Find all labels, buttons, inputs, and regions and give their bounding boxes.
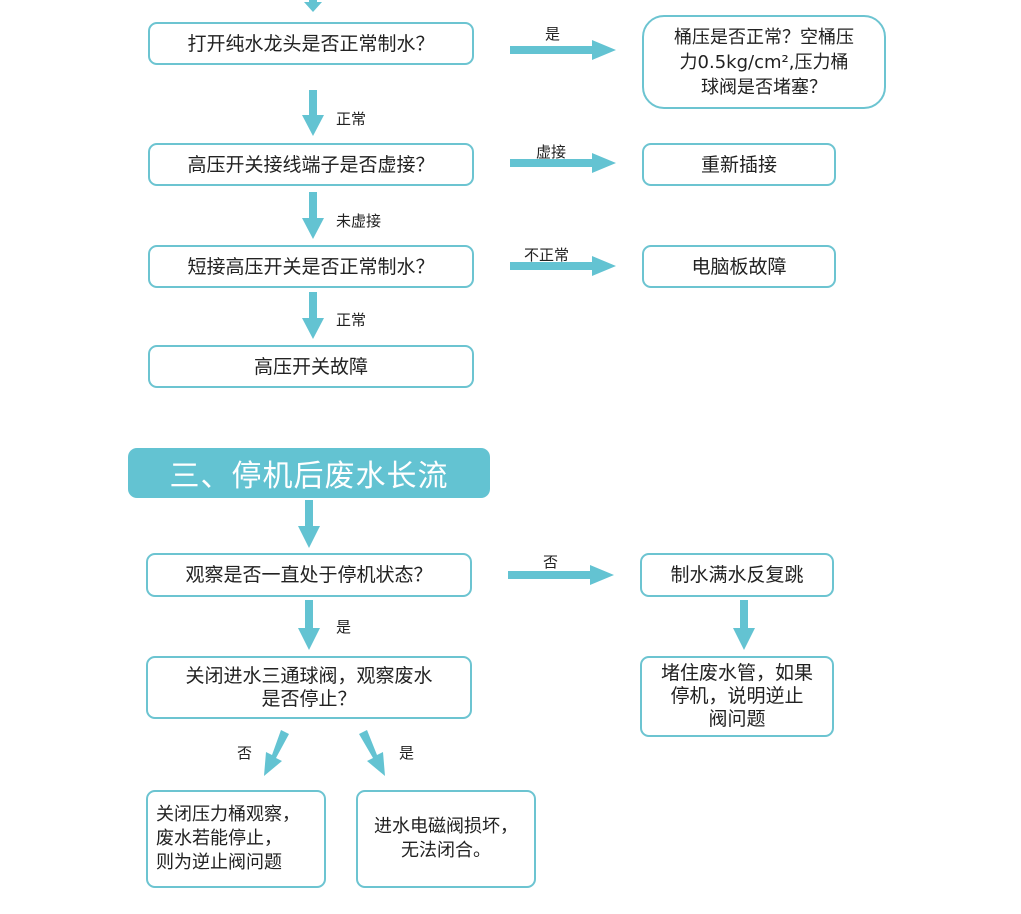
arrow-down bbox=[302, 292, 324, 339]
arrow-down bbox=[302, 90, 324, 136]
arrow-down bbox=[298, 600, 320, 650]
step-short-switch: 短接高压开关是否正常制水？ bbox=[148, 245, 474, 288]
edge-label-normal: 正常 bbox=[336, 110, 367, 128]
result-tank-pressure: 桶压是否正常？空桶压 力0.5kg/cm²,压力桶 球阀是否堵塞？ bbox=[642, 15, 886, 109]
arrow-down bbox=[302, 192, 324, 239]
step-text: 打开纯水龙头是否正常制水？ bbox=[187, 32, 435, 55]
result-switch-fault: 高压开关故障 bbox=[148, 345, 474, 388]
arrow-right bbox=[510, 40, 616, 60]
result-replug: 重新插接 bbox=[642, 143, 836, 186]
edge-label-abnormal: 不正常 bbox=[524, 246, 570, 264]
step-observe-stop: 观察是否一直处于停机状态？ bbox=[146, 553, 472, 597]
result-repeat-jump: 制水满水反复跳 bbox=[640, 553, 834, 597]
arrow-right bbox=[510, 256, 616, 276]
arrow-right bbox=[508, 565, 614, 585]
arrow-right bbox=[510, 153, 616, 173]
arrow-down bbox=[304, 0, 322, 12]
result-check-valve: 关闭压力桶观察， 废水若能停止， 则为逆止阀问题 bbox=[146, 790, 326, 888]
edge-label-yes: 是 bbox=[399, 744, 415, 762]
result-solenoid-valve: 进水电磁阀损坏， 无法闭合。 bbox=[356, 790, 536, 888]
edge-label-no: 否 bbox=[237, 744, 253, 762]
arrow-diagonal-left bbox=[264, 730, 289, 776]
arrow-down bbox=[298, 500, 320, 548]
arrow-down bbox=[733, 600, 755, 650]
edge-label-loose: 虚接 bbox=[536, 143, 567, 161]
edge-label-no: 否 bbox=[543, 553, 559, 571]
edge-label-normal: 正常 bbox=[336, 311, 367, 329]
section-title: 三、停机后废水长流 bbox=[128, 448, 490, 498]
step-open-tap: 打开纯水龙头是否正常制水？ bbox=[148, 22, 474, 65]
step-close-inlet-valve: 关闭进水三通球阀，观察废水 是否停止？ bbox=[146, 656, 472, 719]
edge-label-not-loose: 未虚接 bbox=[336, 212, 382, 230]
arrow-diagonal-right bbox=[359, 730, 385, 776]
edge-label-yes: 是 bbox=[545, 25, 561, 43]
edge-label-yes: 是 bbox=[336, 618, 352, 636]
result-board-fault: 电脑板故障 bbox=[642, 245, 836, 288]
result-block-waste: 堵住废水管，如果 停机，说明逆止 阀问题 bbox=[640, 656, 834, 737]
step-check-terminal: 高压开关接线端子是否虚接？ bbox=[148, 143, 474, 186]
